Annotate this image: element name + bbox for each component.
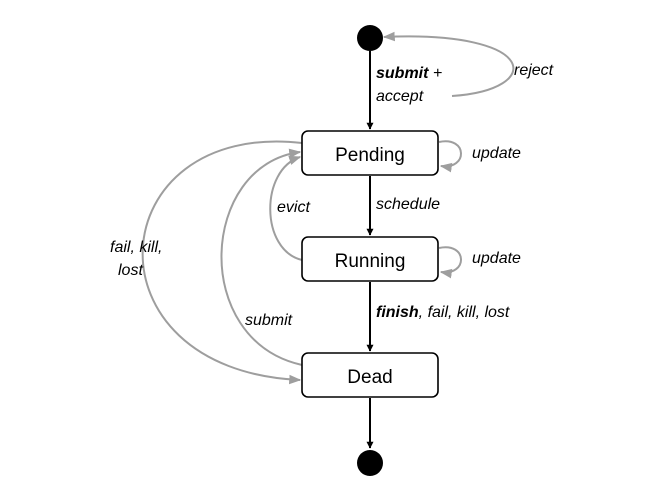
label-update-running: update — [472, 250, 521, 267]
state-dead-label: Dead — [347, 367, 392, 388]
label-fail-kill-lost-line2: lost — [118, 262, 143, 279]
edge-fail-kill-lost — [141, 140, 303, 385]
state-pending-label: Pending — [335, 145, 405, 166]
edge-reject — [382, 31, 515, 97]
state-running: Running — [301, 236, 439, 282]
label-finish: finish, fail, kill, lost — [376, 304, 510, 321]
state-pending: Pending — [301, 130, 439, 176]
initial-state-dot — [357, 25, 383, 51]
edge-submit-from-dead — [220, 148, 303, 366]
label-submit-accept-line2: accept — [376, 88, 424, 105]
final-state-dot — [357, 450, 383, 476]
label-submit-accept-line1: submit + — [376, 65, 442, 82]
label-evict: evict — [277, 199, 310, 216]
edge-update-running — [438, 246, 462, 279]
state-dead: Dead — [301, 352, 439, 398]
edge-evict — [269, 155, 303, 261]
label-update-pending: update — [472, 145, 521, 162]
label-submit-from-dead: submit — [245, 312, 293, 329]
label-fail-kill-lost-line1: fail, kill, — [110, 239, 162, 256]
state-running-label: Running — [335, 251, 406, 272]
label-schedule: schedule — [376, 196, 440, 213]
edge-update-pending — [438, 140, 462, 173]
label-reject: reject — [514, 62, 554, 79]
